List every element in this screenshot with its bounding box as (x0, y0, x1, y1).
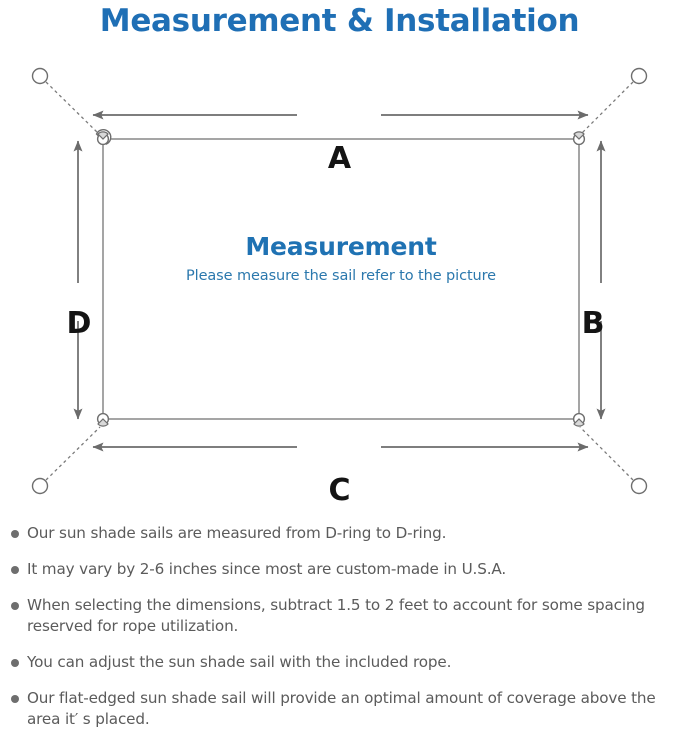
d-ring-tabs (97, 131, 585, 427)
dimension-arrows (73, 110, 606, 452)
bullet-icon (11, 659, 19, 667)
note-text: When selecting the dimensions, subtract … (27, 596, 645, 635)
measurement-diagram: Measurement Please measure the sail refe… (0, 46, 679, 516)
rope-bottom-left (45, 426, 101, 481)
d-ring-tab-top-right (573, 131, 585, 140)
rope-top-right (579, 81, 634, 136)
dimension-label-c: C (328, 473, 351, 508)
diagram-canvas (31, 67, 648, 495)
page-title: Measurement & Installation (99, 3, 580, 39)
d-ring-tab-bottom-left (97, 418, 109, 427)
list-item: Our sun shade sails are measured from D-… (0, 523, 679, 544)
anchor-top-right-icon (630, 67, 648, 85)
d-ring-tab-top-left (97, 131, 109, 140)
rope-bottom-right (579, 426, 634, 481)
bullet-icon (11, 695, 19, 703)
d-ring-tab-bottom-right (573, 418, 585, 427)
rope-top-left (45, 81, 101, 136)
note-text: Our sun shade sails are measured from D-… (27, 524, 447, 542)
list-item: You can adjust the sun shade sail with t… (0, 652, 679, 673)
notes-list: Our sun shade sails are measured from D-… (0, 523, 679, 730)
list-item: Our flat-edged sun shade sail will provi… (0, 688, 679, 730)
note-text: It may vary by 2-6 inches since most are… (27, 560, 507, 578)
anchor-bottom-right-icon (630, 477, 648, 495)
anchor-top-left-icon (31, 67, 49, 85)
anchor-circles (31, 67, 648, 495)
dimension-label-d: D (66, 306, 92, 341)
list-item: When selecting the dimensions, subtract … (0, 595, 679, 637)
dimension-label-b: B (581, 306, 605, 341)
anchor-bottom-left-icon (31, 477, 49, 495)
rope-lines (45, 81, 634, 481)
bullet-icon (11, 530, 19, 538)
list-item: It may vary by 2-6 inches since most are… (0, 559, 679, 580)
bullet-icon (11, 566, 19, 574)
bullet-icon (11, 602, 19, 610)
sail-rectangle (102, 138, 580, 420)
dimension-label-a: A (327, 141, 352, 176)
note-text: You can adjust the sun shade sail with t… (27, 653, 452, 671)
note-text: Our flat-edged sun shade sail will provi… (27, 689, 656, 728)
